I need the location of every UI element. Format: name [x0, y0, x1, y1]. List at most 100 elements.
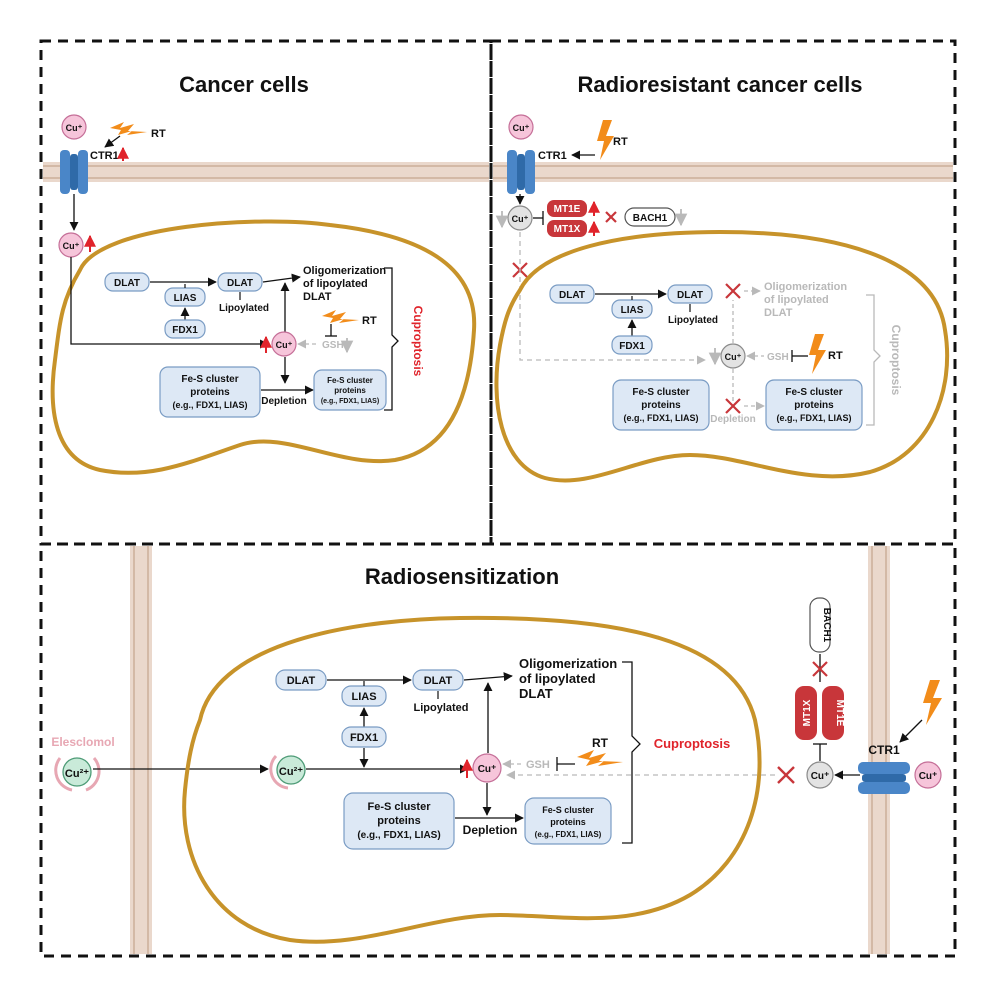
- oligomerization-label: of lipoylated: [303, 278, 368, 290]
- cu-ion-label: Cu⁺: [919, 771, 938, 782]
- depletion-label: Depletion: [261, 396, 307, 407]
- dlat-lipoylated-box: [217, 272, 263, 292]
- cell-membrane: [130, 546, 152, 954]
- oligomerization-label: DLAT: [303, 291, 332, 303]
- mt1e-label: MT1E: [834, 700, 845, 727]
- cu2-ion-label: Cu²⁺: [65, 768, 89, 780]
- rt-label: RT: [592, 736, 609, 750]
- radiation-bolt-icon: [809, 334, 826, 374]
- mt1e-box: [547, 200, 587, 217]
- cu-ion-label: Cu⁺: [478, 764, 497, 775]
- fes-depleted-label: proteins: [794, 400, 834, 411]
- radiation-bolt-icon: [923, 680, 942, 725]
- cu-ion-label: Cu⁺: [811, 771, 830, 782]
- cu-ion-label: Cu⁺: [512, 214, 529, 224]
- cuproptosis-bracket: [866, 294, 881, 426]
- cuproptosis-bracket: [384, 267, 399, 411]
- cu-ion-label: Cu⁺: [513, 123, 530, 133]
- fdx1-label: FDX1: [619, 341, 645, 352]
- fes-label: proteins: [190, 387, 230, 398]
- ctr1-label: CTR1: [538, 150, 567, 162]
- cuproptosis-label: Cuproptosis: [411, 306, 425, 377]
- cell-outline: [50, 219, 477, 475]
- dlat-box: [104, 272, 150, 292]
- fes-label: (e.g., FDX1, LIAS): [357, 830, 440, 841]
- oligomerization-label: DLAT: [519, 686, 553, 701]
- cu-path-line: [70, 257, 269, 349]
- cu2-ion-circle: [276, 755, 306, 785]
- dlat-label: DLAT: [287, 675, 316, 687]
- lipoylated-label: Lipoylated: [219, 303, 269, 314]
- oligomerization-label: Oligomerization: [764, 281, 847, 293]
- cu-ion-circle: [806, 761, 834, 789]
- panel-frame-cancer: [39, 39, 493, 546]
- panel-title-radioresistant: Radioresistant cancer cells: [578, 72, 863, 97]
- ctr1-label: CTR1: [90, 150, 119, 162]
- dlat-lipoylated-box: [412, 669, 464, 691]
- fdx1-box: [341, 726, 387, 748]
- elesclomol-ring-icon: [269, 754, 289, 790]
- ctr1-channel-icon: [507, 150, 535, 194]
- radiation-bolt-icon: [110, 122, 147, 135]
- ctr1-channel-icon: [858, 762, 910, 794]
- fes-label: Fe-S cluster: [181, 374, 238, 385]
- fes-depleted-label: proteins: [550, 817, 586, 827]
- fes-depleted-label: (e.g., FDX1, LIAS): [776, 413, 851, 423]
- rt-arrow: [104, 135, 121, 148]
- fes-depleted-label: (e.g., FDX1, LIAS): [321, 398, 379, 405]
- cu-ion-label: Cu⁺: [276, 340, 293, 350]
- mt1x-label: MT1X: [554, 224, 581, 235]
- fes-label: proteins: [641, 400, 681, 411]
- lipoylated-label: Lipoylated: [413, 702, 468, 714]
- fes-box: [612, 379, 710, 431]
- cu-ion-circle: [914, 761, 942, 789]
- cu-ion-circle: [61, 114, 87, 140]
- fdx1-box: [611, 335, 653, 355]
- block-x-icon: [812, 661, 828, 677]
- depletion-label: Depletion: [463, 823, 518, 837]
- ctr1-label: CTR1: [868, 743, 900, 757]
- cu2-ion-circle: [62, 757, 92, 787]
- to-oligomerization-arrow: [262, 273, 301, 283]
- fes-depleted-label: Fe-S cluster: [542, 805, 594, 815]
- block-x-icon: [777, 766, 795, 784]
- fes-label: Fe-S cluster: [368, 801, 432, 813]
- cell-outline: [494, 229, 950, 483]
- panel-title-cancer: Cancer cells: [179, 72, 309, 97]
- fes-label: Fe-S cluster: [632, 387, 689, 398]
- bach1-label: BACH1: [633, 213, 668, 224]
- cu-path-dashed: [519, 232, 706, 365]
- oligomerization-label: Oligomerization: [519, 656, 617, 671]
- dlat-lipoylated-label: DLAT: [227, 278, 253, 289]
- dlat-label: DLAT: [114, 278, 140, 289]
- fes-depleted-box: [765, 379, 863, 431]
- rt-label: RT: [362, 315, 377, 327]
- mt1e-box: [822, 686, 844, 740]
- oligomerization-label: of lipoylated: [519, 671, 596, 686]
- fes-depleted-label: Fe-S cluster: [785, 387, 842, 398]
- dlat-label: DLAT: [559, 290, 585, 301]
- gsh-label: GSH: [767, 352, 789, 363]
- fes-label: (e.g., FDX1, LIAS): [623, 413, 698, 423]
- block-x-icon: [605, 211, 617, 223]
- depletion-label: Depletion: [710, 414, 756, 425]
- cuproptosis-label: Cuproptosis: [654, 736, 731, 751]
- fes-box: [159, 366, 261, 418]
- cu-ion-label: Cu⁺: [725, 352, 742, 362]
- cell-outline: [182, 615, 762, 944]
- cuproptosis-bracket: [622, 661, 641, 844]
- fes-label: proteins: [377, 815, 420, 827]
- fes-depleted-label: Fe-S cluster: [327, 376, 373, 385]
- gsh-label: GSH: [526, 759, 550, 771]
- rt-label: RT: [828, 350, 843, 362]
- ctr1-channel-icon: [60, 150, 88, 194]
- mt1x-box: [547, 220, 587, 237]
- fes-depleted-box: [524, 797, 612, 845]
- block-x-icon: [725, 398, 741, 414]
- cu-ion-label: Cu⁺: [63, 241, 80, 251]
- fdx1-label: FDX1: [172, 325, 198, 336]
- cu-ion-label: Cu⁺: [66, 123, 83, 133]
- elesclomol-ring-icon: [54, 757, 73, 792]
- rt-label: RT: [151, 128, 166, 140]
